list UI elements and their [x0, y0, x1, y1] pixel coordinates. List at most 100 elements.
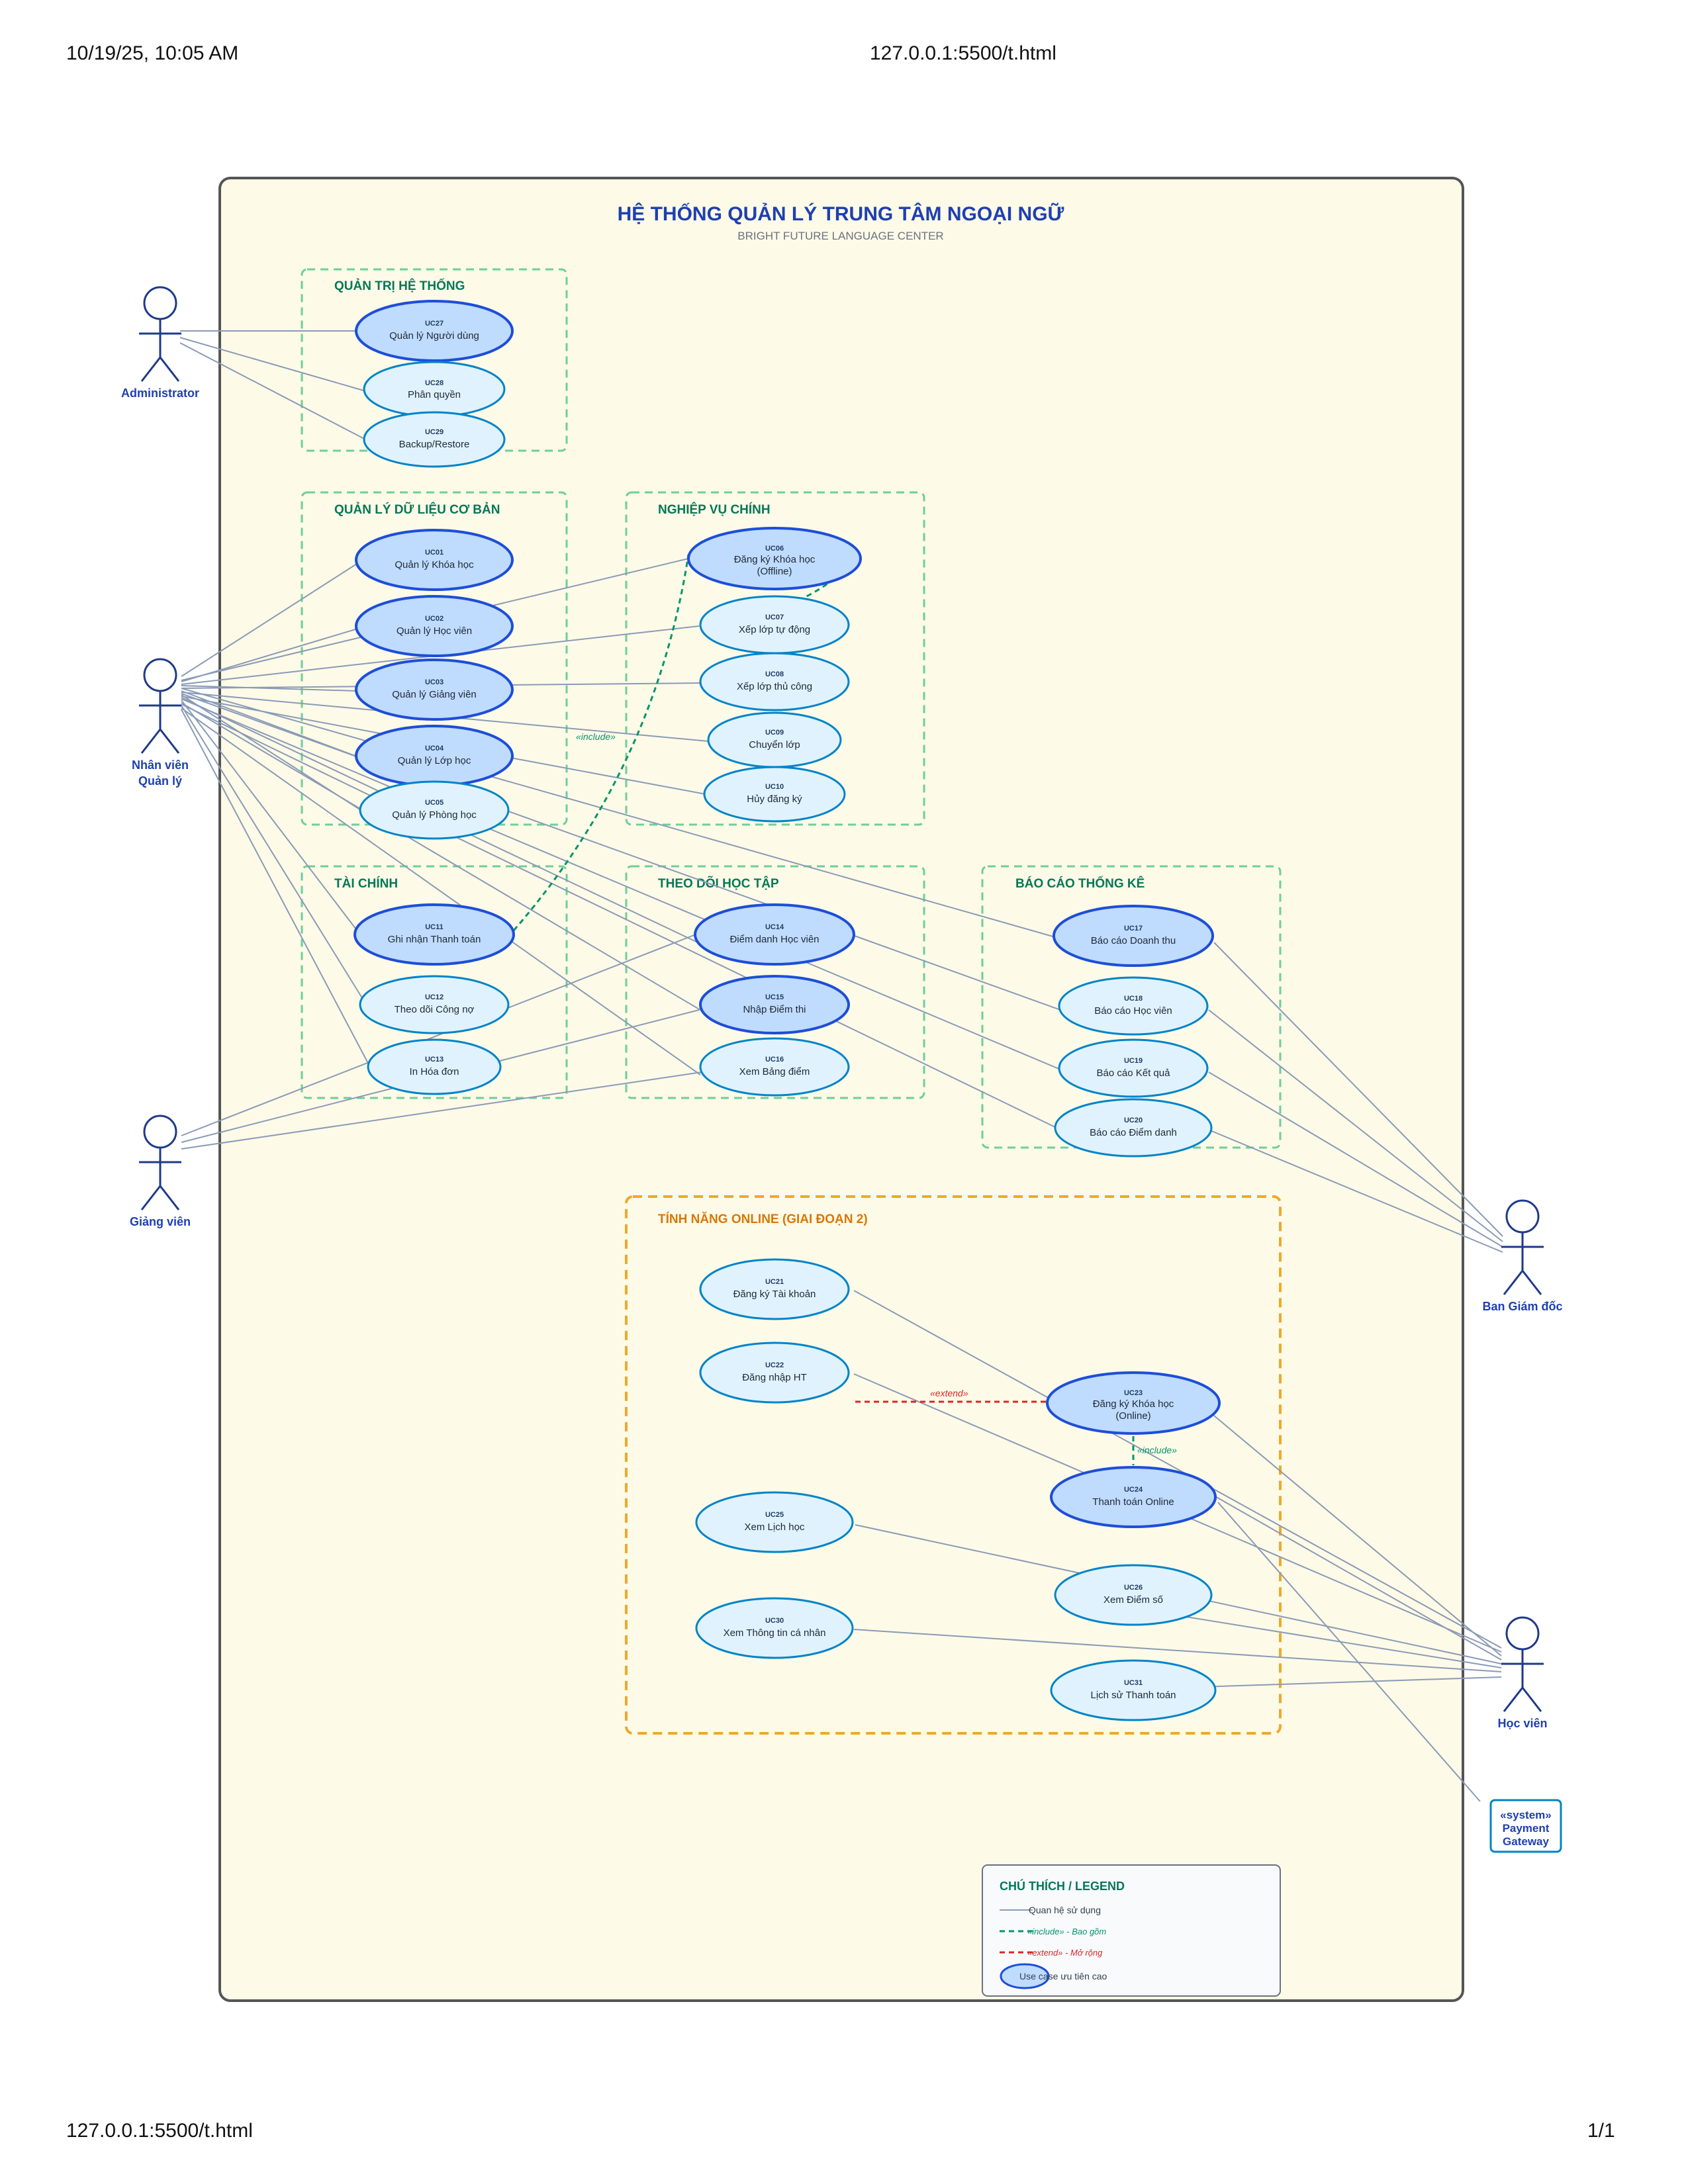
svg-text:UC01: UC01 — [425, 549, 444, 557]
usecase-uc14[interactable]: UC14 Điểm danh Học viên — [694, 903, 855, 966]
usecase-uc30[interactable]: UC30 Xem Thông tin cá nhân — [695, 1597, 854, 1659]
actor-head — [143, 286, 177, 320]
usecase-uc11[interactable]: UC11 Ghi nhận Thanh toán — [353, 903, 515, 966]
system-subtitle: BRIGHT FUTURE LANGUAGE CENTER — [737, 230, 943, 242]
package-tracking-title: THEO DÕI HỌC TẬP — [658, 876, 779, 891]
usecase-uc15[interactable]: UC15 Nhập Điểm thi — [699, 975, 850, 1034]
usecase-uc28[interactable]: UC28 Phân quyền — [363, 361, 506, 418]
system-title: HỆ THỐNG QUẢN LÝ TRUNG TÂM NGOẠI NGỮ — [618, 203, 1064, 225]
usecase-uc20[interactable]: UC20 Báo cáo Điểm danh — [1054, 1098, 1213, 1158]
package-finance: TÀI CHÍNH — [301, 865, 568, 1099]
legend-priority-swatch — [1000, 1963, 1050, 1989]
usecase-uc05[interactable]: UC05 Quản lý Phòng học — [359, 780, 510, 840]
usecase-uc09[interactable]: UC09 Chuyển lớp — [707, 711, 842, 768]
actor-label-line2: Quản lý — [138, 774, 182, 788]
actor-administrator[interactable]: Administrator — [121, 286, 199, 400]
svg-text:UC18: UC18 — [1124, 995, 1143, 1003]
usecase-uc24[interactable]: UC24 Thanh toán Online — [1050, 1466, 1217, 1528]
svg-text:Gateway: Gateway — [1503, 1835, 1549, 1848]
package-data-title: QUẢN LÝ DỮ LIỆU CƠ BẢN — [334, 502, 500, 517]
legend-include: «include» - Bao gồm — [1027, 1927, 1106, 1936]
svg-text:(Online): (Online) — [1115, 1410, 1150, 1422]
package-finance-title: TÀI CHÍNH — [334, 876, 398, 891]
svg-text:Báo cáo Kết quả: Báo cáo Kết quả — [1097, 1068, 1171, 1079]
usecase-uc12[interactable]: UC12 Theo dõi Công nợ — [359, 975, 510, 1034]
svg-text:Quản lý Người dùng: Quản lý Người dùng — [389, 330, 479, 341]
svg-text:UC27: UC27 — [425, 320, 444, 328]
usecase-uc29[interactable]: UC29 Backup/Restore — [363, 411, 506, 468]
actor-label: Giảng viên — [130, 1215, 191, 1228]
svg-text:UC31: UC31 — [1124, 1679, 1143, 1687]
svg-text:UC28: UC28 — [425, 379, 444, 387]
package-online-title: TÍNH NĂNG ONLINE (GIAI ĐOẠN 2) — [658, 1212, 868, 1226]
svg-text:UC15: UC15 — [765, 993, 784, 1001]
svg-text:UC08: UC08 — [765, 670, 784, 678]
svg-text:UC19: UC19 — [1124, 1057, 1143, 1065]
include-label-uc11: «include» — [576, 731, 616, 742]
usecase-uc25[interactable]: UC25 Xem Lịch học — [695, 1491, 854, 1553]
actor-label: Ban Giám đốc — [1482, 1300, 1562, 1313]
package-admin: QUẢN TRỊ HỆ THỐNG — [301, 268, 568, 452]
svg-text:UC05: UC05 — [425, 799, 444, 807]
svg-text:UC07: UC07 — [765, 614, 784, 621]
usecase-uc17[interactable]: UC17 Báo cáo Doanh thu — [1053, 905, 1214, 967]
svg-text:Lịch sử Thanh toán: Lịch sử Thanh toán — [1090, 1690, 1176, 1701]
actor-label: Học viên — [1497, 1717, 1547, 1730]
package-online: TÍNH NĂNG ONLINE (GIAI ĐOẠN 2) — [625, 1195, 1282, 1735]
svg-text:Payment: Payment — [1503, 1822, 1550, 1835]
svg-text:UC16: UC16 — [765, 1056, 784, 1064]
actor-head — [143, 658, 177, 692]
print-url-bottom[interactable]: 127.0.0.1:5500/t.html — [66, 2120, 253, 2142]
usecase-uc16[interactable]: UC16 Xem Bảng điểm — [699, 1037, 850, 1097]
package-core-title: NGHIỆP VỤ CHÍNH — [658, 502, 771, 517]
usecase-uc10[interactable]: UC10 Hủy đăng ký — [703, 766, 846, 823]
usecase-uc08[interactable]: UC08 Xếp lớp thủ công — [699, 652, 850, 711]
usecase-uc31[interactable]: UC31 Lịch sử Thanh toán — [1050, 1659, 1217, 1721]
usecase-uc07[interactable]: UC07 Xếp lớp tự động — [699, 595, 850, 655]
package-report-title: BÁO CÁO THỐNG KÊ — [1015, 876, 1145, 891]
package-admin-title: QUẢN TRỊ HỆ THỐNG — [334, 279, 465, 293]
legend-priority: Use case ưu tiên cao — [1019, 1971, 1107, 1981]
svg-text:UC04: UC04 — [425, 745, 444, 752]
package-core: NGHIỆP VỤ CHÍNH — [625, 491, 925, 826]
usecase-uc18[interactable]: UC18 Báo cáo Học viên — [1058, 976, 1209, 1036]
svg-text:UC23: UC23 — [1124, 1389, 1143, 1397]
actor-teacher[interactable]: Giảng viên — [130, 1115, 191, 1228]
usecase-uc21[interactable]: UC21 Đăng ký Tài khoản — [699, 1258, 850, 1320]
actor-staff-manager[interactable]: Nhân viên Quản lý — [132, 658, 189, 788]
actor-label: Administrator — [121, 387, 199, 400]
svg-text:UC17: UC17 — [1124, 925, 1143, 933]
usecase-uc03[interactable]: UC03 Quản lý Giảng viên — [355, 659, 514, 721]
actor-student[interactable]: Học viên — [1497, 1616, 1548, 1730]
svg-text:UC03: UC03 — [425, 678, 444, 686]
usecase-uc22[interactable]: UC22 Đăng nhập HT — [699, 1342, 850, 1404]
usecase-uc02[interactable]: UC02 Quản lý Học viên — [355, 595, 514, 657]
usecase-uc27[interactable]: UC27 Quản lý Người dùng — [355, 300, 514, 362]
legend-association: Quan hệ sử dụng — [1029, 1905, 1101, 1915]
usecase-uc23[interactable]: UC23 Đăng ký Khóa học (Online) — [1046, 1371, 1221, 1435]
actor-board-of-directors[interactable]: Ban Giám đốc — [1482, 1199, 1563, 1313]
include-uc23-uc24: «include» — [1132, 1436, 1177, 1465]
svg-text:UC06: UC06 — [765, 545, 784, 553]
actor-head — [143, 1115, 177, 1149]
print-url-top[interactable]: 127.0.0.1:5500/t.html — [870, 42, 1056, 64]
svg-text:UC26: UC26 — [1124, 1584, 1143, 1592]
svg-text:Đăng ký Khóa học: Đăng ký Khóa học — [734, 554, 816, 565]
svg-text:In Hóa đơn: In Hóa đơn — [410, 1066, 459, 1077]
svg-text:Quản lý Học viên: Quản lý Học viên — [397, 625, 472, 637]
actor-payment-gateway[interactable]: «system» Payment Gateway — [1489, 1799, 1562, 1853]
usecase-uc04[interactable]: UC04 Quản lý Lớp học — [355, 725, 514, 787]
svg-text:Quản lý Khóa học: Quản lý Khóa học — [395, 559, 474, 570]
usecase-uc19[interactable]: UC19 Báo cáo Kết quả — [1058, 1038, 1209, 1098]
svg-text:Xem Lịch học: Xem Lịch học — [745, 1522, 805, 1533]
svg-text:Xem Bảng điểm: Xem Bảng điểm — [739, 1066, 810, 1077]
svg-text:UC10: UC10 — [765, 783, 784, 791]
svg-text:Điểm danh Học viên: Điểm danh Học viên — [729, 934, 819, 945]
usecase-uc13[interactable]: UC13 In Hóa đơn — [367, 1038, 502, 1095]
svg-text:(Offline): (Offline) — [757, 566, 792, 577]
usecase-uc06[interactable]: UC06 Đăng ký Khóa học (Offline) — [687, 527, 862, 590]
usecase-uc01[interactable]: UC01 Quản lý Khóa học — [355, 529, 514, 591]
usecase-uc26[interactable]: UC26 Xem Điểm số — [1054, 1564, 1213, 1626]
svg-text:UC21: UC21 — [765, 1278, 784, 1286]
